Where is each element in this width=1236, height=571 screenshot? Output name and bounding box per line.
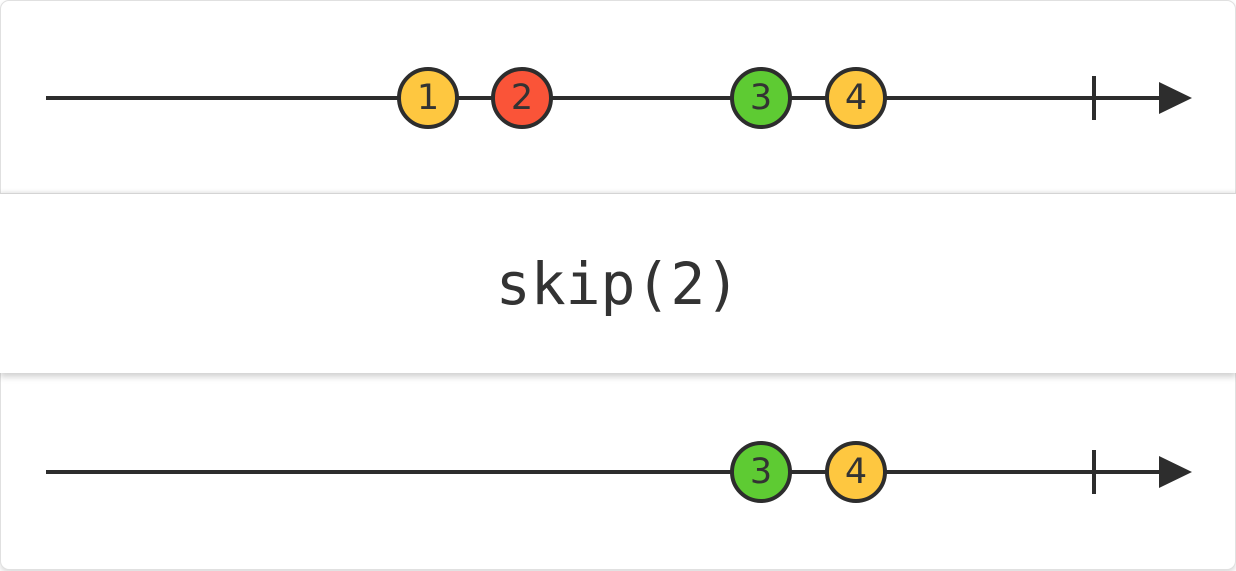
marble-2[interactable]: 2 [491,67,553,129]
marble-1[interactable]: 1 [397,67,459,129]
marble-4[interactable]: 4 [825,67,887,129]
marble-3[interactable]: 3 [730,67,792,129]
output-timeline-line [46,470,1165,474]
operator-label: skip(2) [495,249,741,318]
operator-box: skip(2) [0,193,1236,373]
marble-3: 3 [730,441,792,503]
input-timeline-arrow-icon [1159,82,1192,114]
complete-tick [1092,76,1096,120]
input-timeline-line [46,96,1165,100]
output-timeline-arrow-icon [1159,456,1192,488]
complete-tick [1092,450,1096,494]
marble-4: 4 [825,441,887,503]
